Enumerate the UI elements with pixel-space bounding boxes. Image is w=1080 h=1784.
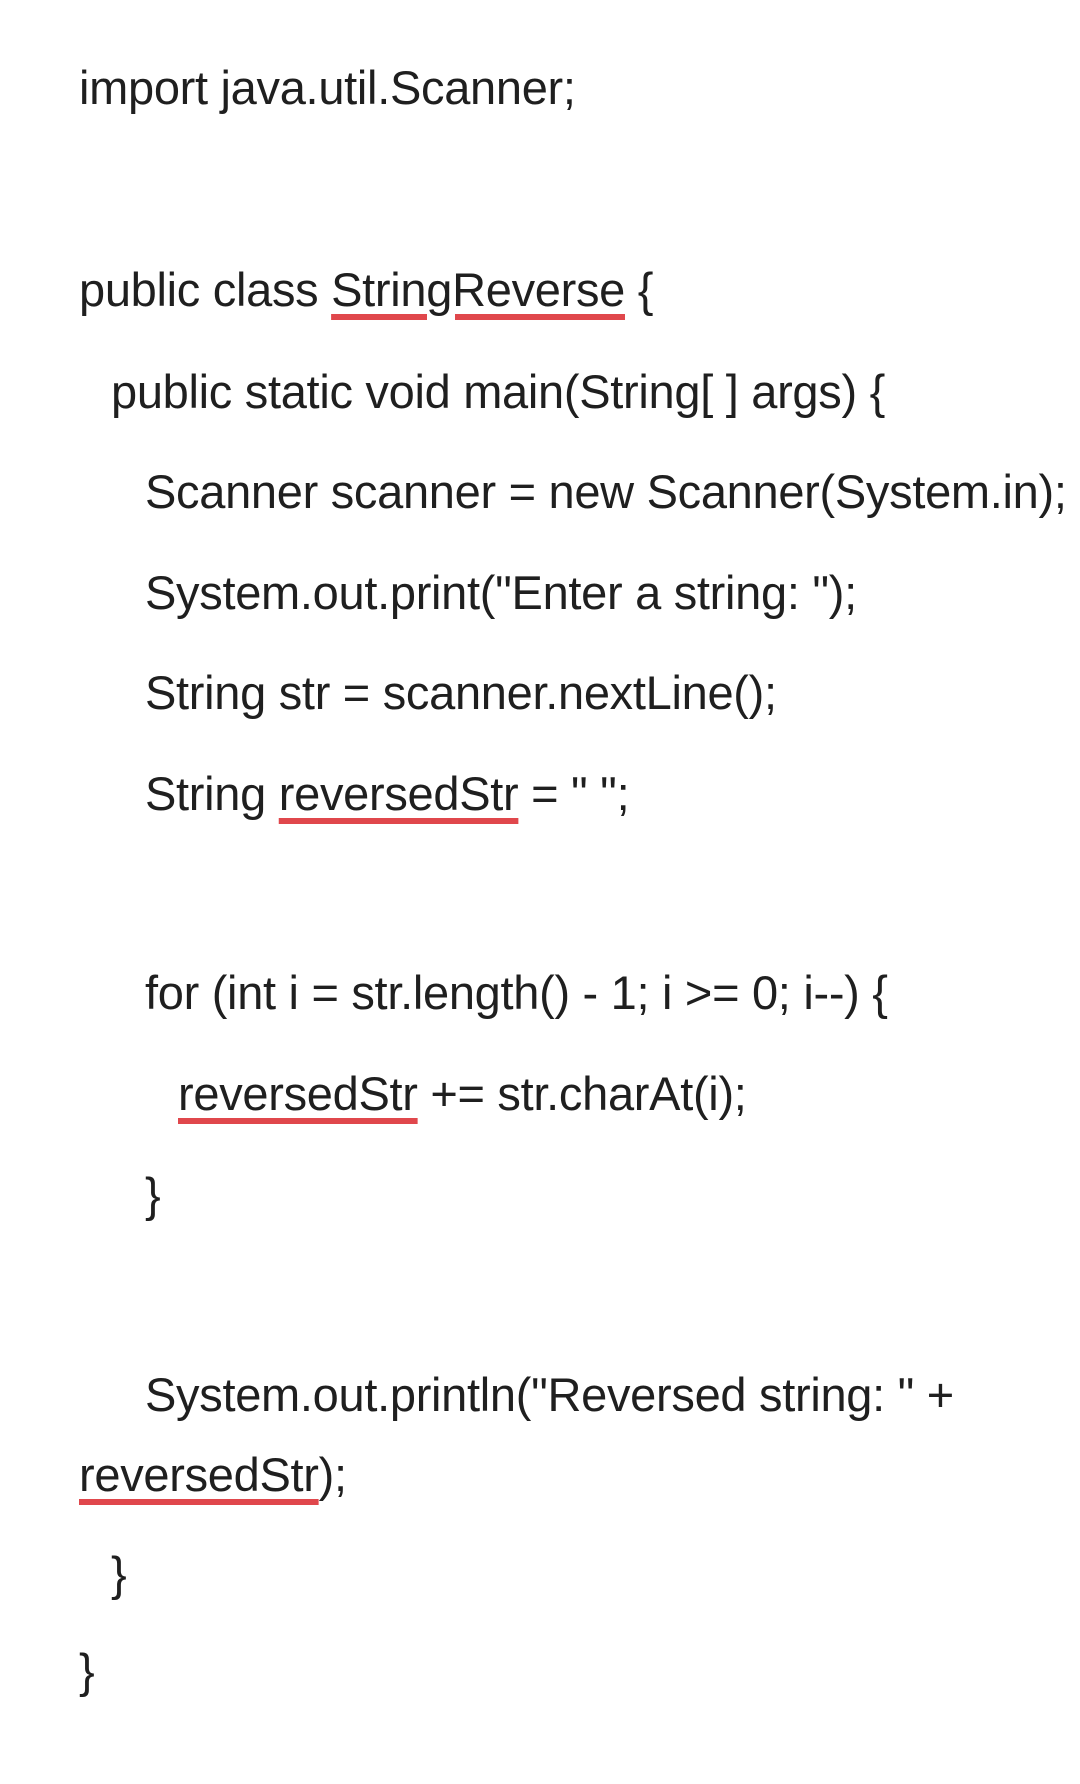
code-text: System.out.print("Enter a string: "); bbox=[145, 566, 857, 619]
code-line-10: for (int i = str.length() - 1; i >= 0; i… bbox=[145, 963, 888, 1023]
spellcheck-word[interactable]: reversedStr bbox=[79, 1448, 319, 1501]
code-text: public static void main(String[ ] args) … bbox=[111, 365, 885, 418]
code-text: { bbox=[625, 263, 654, 316]
code-line-16: } bbox=[111, 1544, 127, 1604]
code-text: Scanner scanner = new Scanner(System.in)… bbox=[145, 465, 1067, 518]
code-line-6: System.out.print("Enter a string: "); bbox=[145, 563, 857, 623]
code-line-7: String str = scanner.nextLine(); bbox=[145, 663, 777, 723]
code-line-17: } bbox=[79, 1641, 95, 1701]
code-line-8: String reversedStr = " "; bbox=[145, 764, 630, 824]
code-text: += str.charAt(i); bbox=[417, 1067, 747, 1120]
code-text: System.out.println("Reversed string: " + bbox=[145, 1368, 954, 1421]
code-text: } bbox=[111, 1547, 127, 1600]
spellcheck-word[interactable]: StringReverse bbox=[331, 263, 625, 316]
spellcheck-word[interactable]: reversedStr bbox=[178, 1067, 418, 1120]
code-line-14: System.out.println("Reversed string: " + bbox=[145, 1365, 954, 1425]
code-text: String str = scanner.nextLine(); bbox=[145, 666, 777, 719]
code-line-3: public class StringReverse { bbox=[79, 260, 653, 320]
code-text: } bbox=[145, 1168, 161, 1221]
code-text: = " "; bbox=[518, 767, 630, 820]
code-text: } bbox=[79, 1644, 95, 1697]
code-text: ); bbox=[318, 1448, 347, 1501]
spellcheck-word[interactable]: reversedStr bbox=[278, 767, 519, 820]
code-text: for (int i = str.length() - 1; i >= 0; i… bbox=[145, 966, 888, 1019]
code-line-1: import java.util.Scanner; bbox=[79, 58, 576, 118]
code-line-12: } bbox=[145, 1165, 161, 1225]
code-line-5: Scanner scanner = new Scanner(System.in)… bbox=[145, 462, 1067, 522]
code-line-4: public static void main(String[ ] args) … bbox=[111, 362, 885, 422]
code-text: import java.util.Scanner; bbox=[79, 61, 576, 114]
code-line-11: reversedStr += str.charAt(i); bbox=[178, 1064, 747, 1124]
code-text: String bbox=[145, 767, 279, 820]
code-line-15: reversedStr); bbox=[79, 1445, 347, 1505]
code-text: public class bbox=[79, 263, 332, 316]
